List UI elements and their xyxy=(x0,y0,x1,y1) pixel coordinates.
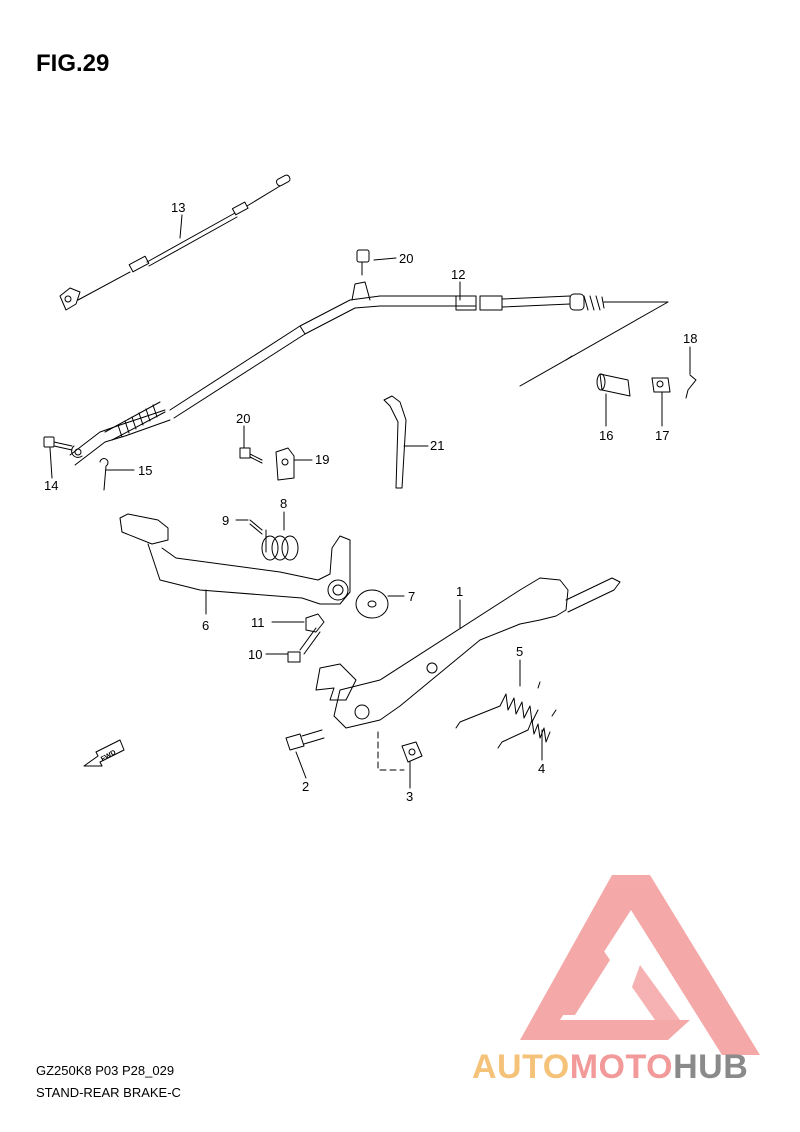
callout-11: 11 xyxy=(251,615,265,630)
leader-lines xyxy=(49,214,691,789)
callout-5: 5 xyxy=(516,644,523,659)
guide-16 xyxy=(596,373,631,397)
bracket-19 xyxy=(275,447,295,481)
collar-17 xyxy=(651,377,671,393)
footer-model-code: GZ250K8 P03 P28_029 xyxy=(36,1063,175,1078)
return-spring-8 xyxy=(261,529,299,561)
fwd-arrow-icon xyxy=(83,739,125,767)
callout-numbers: 13 20 12 18 16 17 21 20 19 14 15 9 8 1 6… xyxy=(44,200,697,804)
callout-9: 9 xyxy=(222,513,229,528)
fwd-label: FWD xyxy=(100,749,117,763)
callout-8: 8 xyxy=(280,496,287,511)
rear-brake-switch-cable xyxy=(59,174,291,311)
brand-part-hub: HUB xyxy=(673,1048,749,1086)
rear-brake-cable xyxy=(69,281,633,466)
exploded-view-guide xyxy=(519,301,669,387)
side-stand-1 xyxy=(315,577,621,729)
footer-section-name: STAND-REAR BRAKE-C xyxy=(36,1085,181,1100)
watermark-brand: AUTOMOTOHUB xyxy=(472,1048,748,1087)
callout-12: 12 xyxy=(451,267,465,282)
callout-17: 17 xyxy=(655,428,669,443)
callout-10: 10 xyxy=(248,647,262,662)
clip-18 xyxy=(685,374,697,399)
callout-4: 4 xyxy=(538,761,545,776)
brake-pedal-6 xyxy=(119,513,351,605)
watermark-logo xyxy=(520,875,760,1055)
spring-5 xyxy=(455,681,541,729)
bolt-10 xyxy=(287,627,321,663)
pin-14 xyxy=(43,436,73,451)
callout-2: 2 xyxy=(302,779,309,794)
callout-16: 16 xyxy=(599,428,613,443)
callout-14: 14 xyxy=(44,478,58,493)
callout-20-lower: 20 xyxy=(236,411,250,426)
washer-7 xyxy=(355,589,389,619)
callout-13: 13 xyxy=(171,200,185,215)
stand-bolt-2 xyxy=(285,729,325,751)
callout-18: 18 xyxy=(683,331,697,346)
bolt-20-upper xyxy=(356,249,370,276)
nut-11 xyxy=(305,613,325,633)
callout-3: 3 xyxy=(406,789,413,804)
callout-6: 6 xyxy=(202,618,209,633)
nut-3 xyxy=(401,741,423,763)
callout-21: 21 xyxy=(430,438,444,453)
callout-1: 1 xyxy=(456,584,463,599)
callout-7: 7 xyxy=(408,589,415,604)
cotter-pin-15 xyxy=(99,458,109,491)
brand-part-moto: MOTO xyxy=(569,1048,674,1086)
callout-19: 19 xyxy=(315,452,329,467)
figure-title: FIG.29 xyxy=(36,50,110,77)
callout-20-upper: 20 xyxy=(399,251,413,266)
cotter-pin-9 xyxy=(249,519,263,535)
spring-4 xyxy=(497,709,557,749)
brand-part-auto: AUTO xyxy=(472,1048,570,1086)
callout-15: 15 xyxy=(138,463,152,478)
bolt-20-lower xyxy=(239,447,263,464)
cable-band-21 xyxy=(383,395,407,489)
